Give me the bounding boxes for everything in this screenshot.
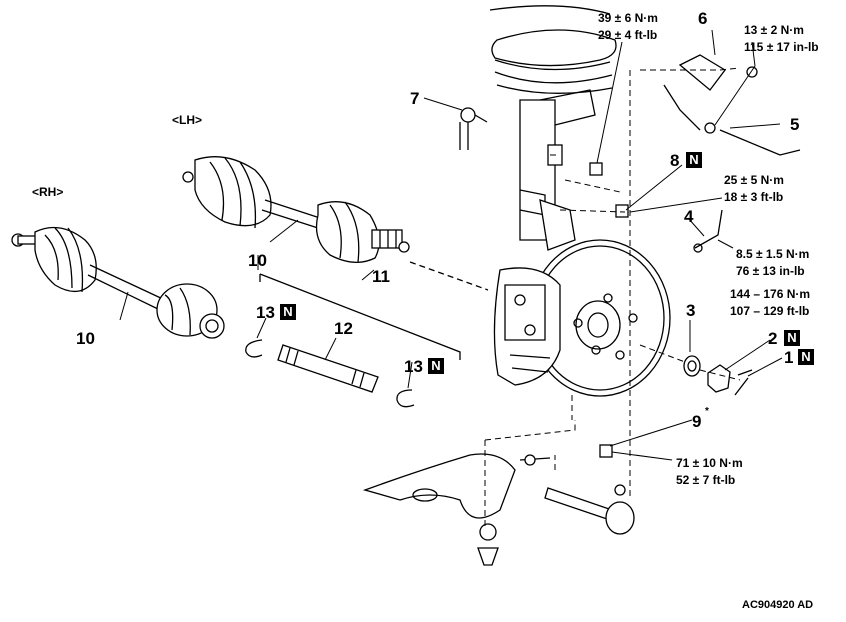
part-12-label: 12 bbox=[334, 319, 353, 338]
stabilizer-link-torque-imperial: 18 ± 3 ft-lb bbox=[724, 190, 784, 204]
sensor-bracket-torque-metric: 13 ± 2 N·m bbox=[744, 23, 804, 37]
sensor-bracket-torque: 13 ± 2 N·m 115 ± 17 in-lb bbox=[744, 22, 819, 56]
stabilizer-link-illustration bbox=[459, 107, 488, 150]
part-5-label: 5 bbox=[790, 115, 800, 134]
stabilizer-link-torque-metric: 25 ± 5 N·m bbox=[724, 173, 784, 187]
part-2-label: 2 bbox=[768, 329, 778, 348]
hub-nut-torque-imperial: 107 – 129 ft-lb bbox=[730, 304, 810, 318]
sensor-bracket-torque-imperial: 115 ± 17 in-lb bbox=[744, 40, 819, 54]
strut-nut-torque-imperial: 29 ± 4 ft-lb bbox=[598, 28, 658, 42]
part-10-lh-label: 10 bbox=[248, 251, 267, 270]
part-10-rh-label: 10 bbox=[76, 329, 95, 348]
stabilizer-link-torque: 25 ± 5 N·m 18 ± 3 ft-lb bbox=[724, 172, 784, 206]
part-6-label: 6 bbox=[698, 9, 708, 28]
circlip-illustration-b bbox=[396, 389, 415, 408]
knuckle-bolts-torque-imperial: 52 ± 7 ft-lb bbox=[676, 473, 736, 487]
part-13-label-a: 13 bbox=[256, 303, 275, 322]
figure-code: AC904920 AD bbox=[742, 599, 814, 611]
part-1-label: 1 bbox=[784, 348, 794, 367]
lower-arm-illustration bbox=[362, 453, 516, 566]
part-13-new-badge-a: N bbox=[280, 304, 296, 320]
part-8-label: 8 bbox=[670, 151, 680, 170]
part-2-new-badge: N bbox=[784, 330, 800, 346]
wheel-sensor-torque-metric: 8.5 ± 1.5 N·m bbox=[736, 247, 810, 261]
wheel-sensor-torque-imperial: 76 ± 13 in-lb bbox=[736, 264, 805, 278]
caliper-knuckle-illustration bbox=[493, 199, 576, 386]
part-3-label: 3 bbox=[686, 301, 696, 320]
part-4-label: 4 bbox=[684, 207, 694, 226]
part-13-new-badge-b: N bbox=[428, 358, 444, 374]
part-9-label: 9 bbox=[692, 412, 702, 431]
strut-nut-torque-metric: 39 ± 6 N·m bbox=[598, 11, 658, 25]
brake-rotor-illustration bbox=[529, 239, 671, 397]
knuckle-bolts-torque-metric: 71 ± 10 N·m bbox=[676, 456, 743, 470]
hub-nut-torque: 144 – 176 N·m 107 – 129 ft-lb bbox=[730, 286, 810, 320]
tie-rod-end-illustration bbox=[544, 484, 635, 535]
circlip-illustration-a bbox=[245, 339, 263, 358]
part-8-new-badge: N bbox=[686, 152, 702, 168]
strut-nut-torque: 39 ± 6 N·m 29 ± 4 ft-lb bbox=[598, 10, 658, 44]
rh-drive-shaft-illustration bbox=[11, 226, 225, 339]
part-13-label-b: 13 bbox=[404, 357, 423, 376]
part-1-new-badge: N bbox=[798, 349, 814, 365]
part-11-label: 11 bbox=[372, 267, 390, 286]
hub-nut-torque-metric: 144 – 176 N·m bbox=[730, 287, 811, 301]
wheel-sensor-torque: 8.5 ± 1.5 N·m 76 ± 13 in-lb bbox=[736, 246, 809, 280]
part-11-bracket bbox=[259, 273, 461, 360]
rh-side-label: <RH> bbox=[32, 185, 64, 199]
intermediate-shaft-illustration bbox=[277, 344, 379, 393]
part-9-asterisk: * bbox=[705, 406, 709, 417]
part-7-label: 7 bbox=[410, 89, 420, 108]
knuckle-bolts-torque: 71 ± 10 N·m 52 ± 7 ft-lb bbox=[676, 455, 743, 489]
lh-drive-shaft-illustration bbox=[182, 156, 410, 263]
lh-side-label: <LH> bbox=[172, 113, 203, 127]
